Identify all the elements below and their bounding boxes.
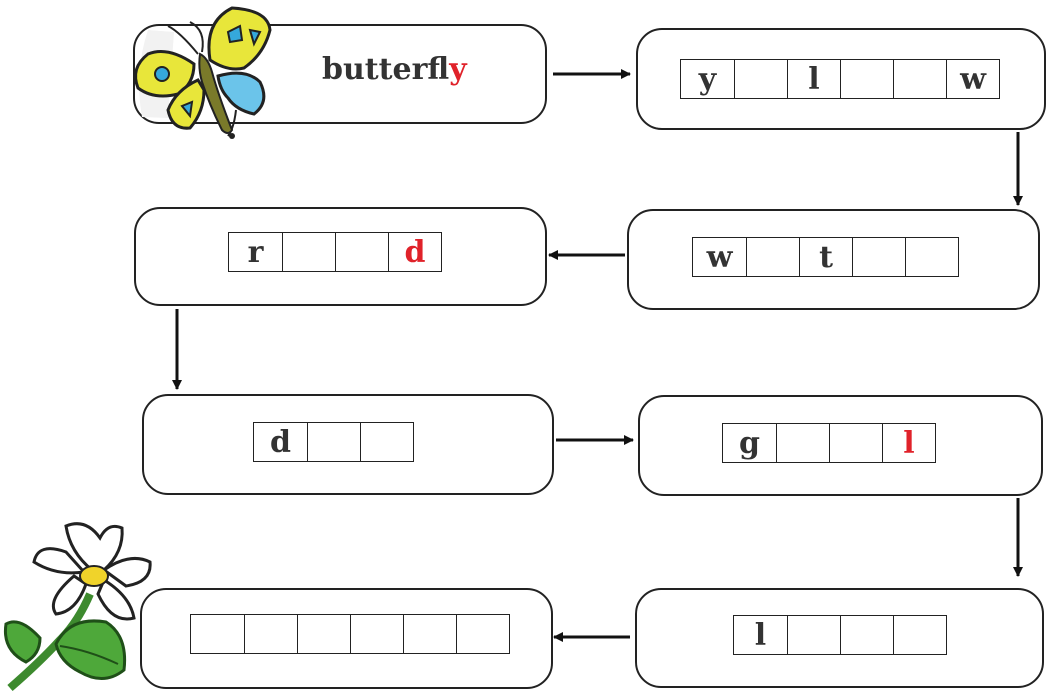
step-1-box: [636, 28, 1046, 130]
letter-cell: [350, 615, 403, 653]
letter-cell: l: [787, 60, 840, 98]
letter-cell: [893, 60, 946, 98]
letter-cell: [893, 616, 946, 654]
letter-cell: r: [247, 234, 264, 270]
letter-cell: [852, 238, 905, 276]
step-6-box: [635, 588, 1044, 688]
letter-cell: [244, 615, 297, 653]
letter-cell: w: [706, 239, 733, 275]
letter-cell: t: [799, 238, 852, 276]
step-5-box: [638, 395, 1043, 496]
step-4-box: [142, 394, 554, 495]
start-word: butterfly: [322, 52, 467, 87]
butterfly-icon: [134, 6, 272, 139]
letter-cell: [360, 423, 413, 461]
letter-cell: d: [388, 233, 441, 271]
step-4-grid: d: [253, 422, 414, 462]
letter-cell: [787, 616, 840, 654]
letter-cell: w: [946, 60, 999, 98]
letter-cell: [840, 616, 893, 654]
start-word-highlight: y: [449, 52, 467, 87]
letter-cell: [282, 233, 335, 271]
letter-cell: [746, 238, 799, 276]
step-6-grid: l: [733, 615, 947, 655]
letter-cell: [776, 424, 829, 462]
letter-cell: [335, 233, 388, 271]
letter-cell: [840, 60, 893, 98]
step-7-grid: [190, 614, 510, 654]
letter-cell: [307, 423, 360, 461]
letter-cell: [403, 615, 456, 653]
letter-cell: [734, 60, 787, 98]
letter-cell: y: [698, 61, 717, 97]
step-2-box: [627, 209, 1040, 310]
flower-icon: [3, 522, 152, 692]
letter-cell: [905, 238, 958, 276]
step-7-box: [140, 588, 553, 689]
letter-cell: g: [739, 425, 760, 461]
letter-cell: l: [882, 424, 935, 462]
letter-cell: [297, 615, 350, 653]
letter-cell: l: [754, 617, 767, 653]
step-3-box: [134, 207, 547, 306]
start-word-prefix: butterfl: [322, 52, 450, 87]
letter-cell: [829, 424, 882, 462]
letter-cell: [456, 615, 509, 653]
letter-cell: d: [270, 424, 291, 460]
